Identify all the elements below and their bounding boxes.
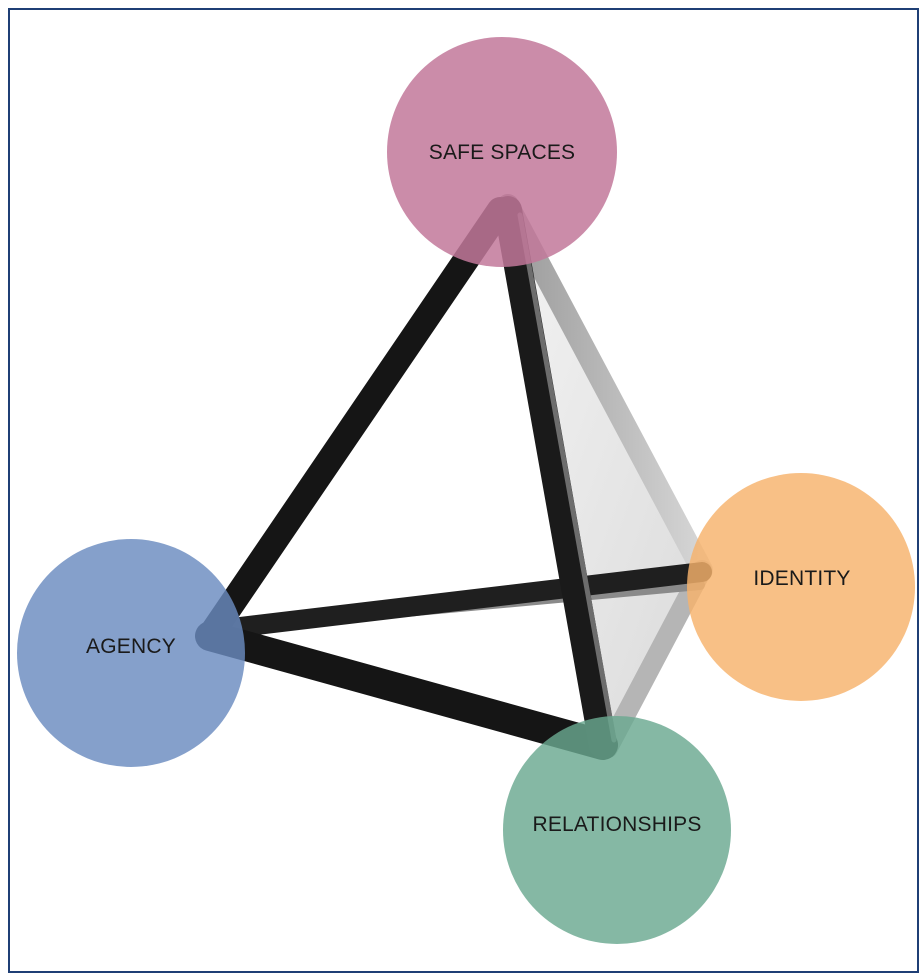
- node-circle-agency: [17, 539, 245, 767]
- edge-agency-relationships: [195, 621, 618, 760]
- edge-apex-relationships: [494, 196, 617, 759]
- node-label-relationships: RELATIONSHIPS: [532, 813, 701, 836]
- node-label-identity: IDENTITY: [753, 567, 850, 590]
- node-circle-relationships: [503, 716, 731, 944]
- node-circles: [17, 37, 915, 944]
- node-label-agency: AGENCY: [86, 635, 176, 658]
- edge-agency-identity: [205, 562, 712, 640]
- edge-apex-identity: [497, 194, 713, 581]
- tetra-front-edges: [195, 196, 712, 760]
- tetra-back-face: [508, 205, 700, 748]
- edge-apex-agency: [197, 197, 513, 649]
- node-labels: SAFE SPACES IDENTITY AGENCY RELATIONSHIP…: [86, 141, 850, 836]
- node-label-safe-spaces: SAFE SPACES: [429, 141, 576, 164]
- edge-apex-relationships-highlight: [517, 212, 617, 743]
- node-circle-safe-spaces: [387, 37, 617, 267]
- node-circle-identity: [687, 473, 915, 701]
